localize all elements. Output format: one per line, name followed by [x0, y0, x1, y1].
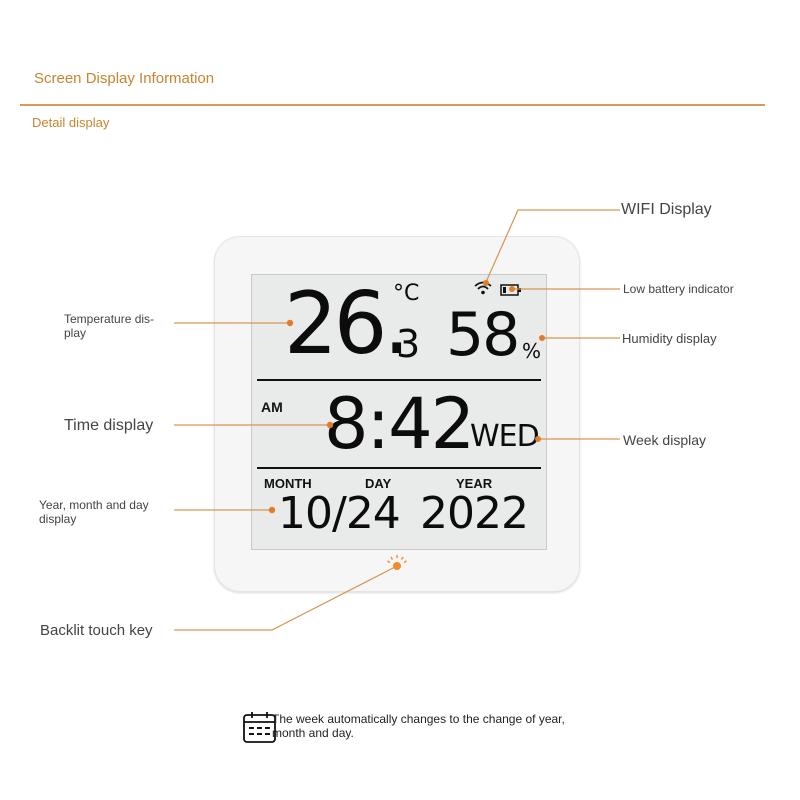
time-digits: 8:42 — [324, 383, 475, 465]
battery-low-icon — [500, 284, 521, 296]
day-label: DAY — [365, 476, 392, 491]
lcd-divider-bottom — [257, 467, 541, 469]
calendar-icon — [243, 712, 276, 743]
dot-battery — [509, 286, 515, 292]
weekday-text: WED — [470, 419, 540, 454]
month-label: MONTH — [264, 476, 312, 491]
temperature-decimal-digit: 3 — [396, 322, 421, 366]
callout-date: Year, month and day display — [39, 498, 149, 527]
temperature-unit: °C — [393, 281, 420, 306]
title-underline — [20, 104, 765, 106]
year-label: YEAR — [456, 476, 493, 491]
callout-wifi: WIFI Display — [621, 201, 712, 218]
footer-note: The week automatically changes to the ch… — [272, 712, 565, 740]
callout-backlight: Backlit touch key — [40, 622, 153, 639]
section-subtitle: Detail display — [32, 115, 110, 130]
dot-humidity — [539, 335, 545, 341]
humidity-unit: % — [522, 339, 542, 363]
humidity-digits: 58 — [446, 300, 520, 370]
lcd-screen: 26. 3 °C 58 % AM 8:42 WED MONTH DAY YEAR… — [251, 274, 547, 550]
wifi-icon — [474, 281, 492, 295]
callout-week: Week display — [623, 432, 707, 448]
am-pm-indicator: AM — [261, 399, 283, 415]
page-title: Screen Display Information — [34, 70, 215, 87]
callout-time: Time display — [64, 417, 154, 434]
callout-low-battery: Low battery indicator — [623, 282, 734, 296]
year-digits: 2022 — [420, 488, 529, 539]
dot-temperature — [286, 319, 294, 327]
temperature-main-digits: 26. — [284, 274, 410, 374]
dot-week — [535, 436, 541, 442]
dot-date — [268, 506, 276, 514]
callout-temperature: Temperature dis- play — [64, 312, 155, 341]
leader-backlight — [174, 565, 398, 631]
date-digits: 10/24 — [278, 488, 401, 539]
callout-humidity: Humidity display — [622, 331, 717, 346]
lcd-divider-top — [257, 379, 541, 381]
dot-time — [326, 421, 334, 429]
dot-wifi — [483, 280, 489, 286]
leader-wifi — [485, 209, 620, 283]
